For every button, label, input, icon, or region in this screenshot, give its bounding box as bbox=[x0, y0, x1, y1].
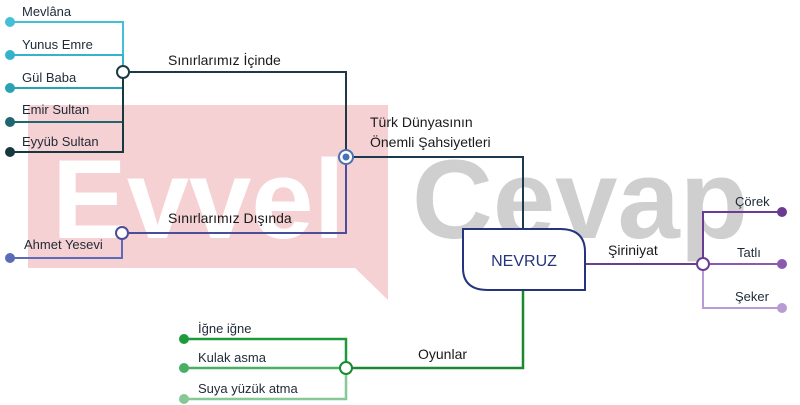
leaf-dot-suya-yuzuk[interactable] bbox=[179, 394, 189, 404]
watermark-banner bbox=[28, 105, 388, 300]
leaf-line-corek bbox=[702, 211, 782, 264]
leaf-dot-tatli[interactable] bbox=[777, 259, 787, 269]
leaf-label-seker: Şeker bbox=[735, 289, 770, 304]
leaf-line-suya-yuzuk bbox=[184, 368, 348, 401]
leaf-dot-mevlana[interactable] bbox=[5, 17, 15, 27]
leaf-line-eyyub-sultan bbox=[10, 72, 124, 153]
oyunlar-junction-node[interactable] bbox=[339, 361, 353, 375]
leaf-dot-gul-baba[interactable] bbox=[5, 83, 15, 93]
leaf-label-igne-igne: İğne iğne bbox=[198, 321, 252, 336]
branch-oyunlar-lines bbox=[184, 290, 525, 401]
leaf-label-mevlana: Mevlâna bbox=[22, 4, 72, 19]
branch-label-sahsiyetler-line2: Önemli Şahsiyetleri bbox=[370, 133, 491, 150]
leaf-dot-ahmet-yesevi[interactable] bbox=[5, 253, 15, 263]
leaf-label-suya-yuzuk: Suya yüzük atma bbox=[198, 381, 298, 396]
leaf-label-ahmet-yesevi: Ahmet Yesevi bbox=[24, 237, 103, 252]
leaf-line-igne-igne bbox=[184, 337, 348, 368]
siriniyat-junction-node[interactable] bbox=[696, 257, 710, 271]
center-node-label: NEVRUZ bbox=[491, 253, 557, 270]
sahsiyetler-connector-line bbox=[346, 156, 524, 229]
branch-inside-lines bbox=[10, 21, 347, 157]
leaf-dot-igne-igne[interactable] bbox=[179, 334, 189, 344]
leaf-label-eyyub-sultan: Eyyüb Sultan bbox=[22, 134, 99, 149]
leaf-dot-emir-sultan[interactable] bbox=[5, 117, 15, 127]
inside-junction-node[interactable] bbox=[116, 65, 130, 79]
leaf-label-emir-sultan: Emir Sultan bbox=[22, 102, 89, 117]
leaf-line-ahmet-yesevi bbox=[10, 233, 123, 259]
oyunlar-connector-line bbox=[346, 290, 525, 370]
outside-junction-node[interactable] bbox=[115, 226, 129, 240]
leaf-label-gul-baba: Gül Baba bbox=[22, 70, 77, 85]
watermark-text-evvel: Evvel bbox=[52, 137, 345, 262]
branch-label-oyunlar: Oyunlar bbox=[418, 346, 467, 362]
leaf-label-corek: Çörek bbox=[735, 194, 770, 209]
outside-connector-line bbox=[122, 157, 347, 234]
branch-label-inside: Sınırlarımız İçinde bbox=[168, 51, 281, 68]
leaf-dot-eyyub-sultan[interactable] bbox=[5, 147, 15, 157]
leaf-label-tatli: Tatlı bbox=[737, 245, 761, 260]
branch-label-outside: Sınırlarımız Dışında bbox=[168, 210, 292, 226]
leaf-dot-corek[interactable] bbox=[777, 207, 787, 217]
leaf-dot-kulak-asma[interactable] bbox=[179, 363, 189, 373]
branch-label-siriniyat: Şiriniyat bbox=[608, 242, 658, 258]
leaf-line-seker bbox=[702, 264, 782, 309]
leaf-label-yunus-emre: Yunus Emre bbox=[22, 37, 93, 52]
sahsiyetler-hub-dot bbox=[342, 153, 350, 161]
center-node-box[interactable] bbox=[462, 228, 586, 291]
leaf-dot-yunus-emre[interactable] bbox=[5, 50, 15, 60]
leaf-dot-seker[interactable] bbox=[777, 303, 787, 313]
inside-connector-line bbox=[123, 71, 347, 157]
branch-siriniyat-lines bbox=[585, 211, 782, 309]
branch-label-sahsiyetler-line1: Türk Dünyasının bbox=[370, 114, 473, 130]
branch-outside-lines bbox=[10, 157, 347, 259]
leaf-label-kulak-asma: Kulak asma bbox=[198, 350, 267, 365]
